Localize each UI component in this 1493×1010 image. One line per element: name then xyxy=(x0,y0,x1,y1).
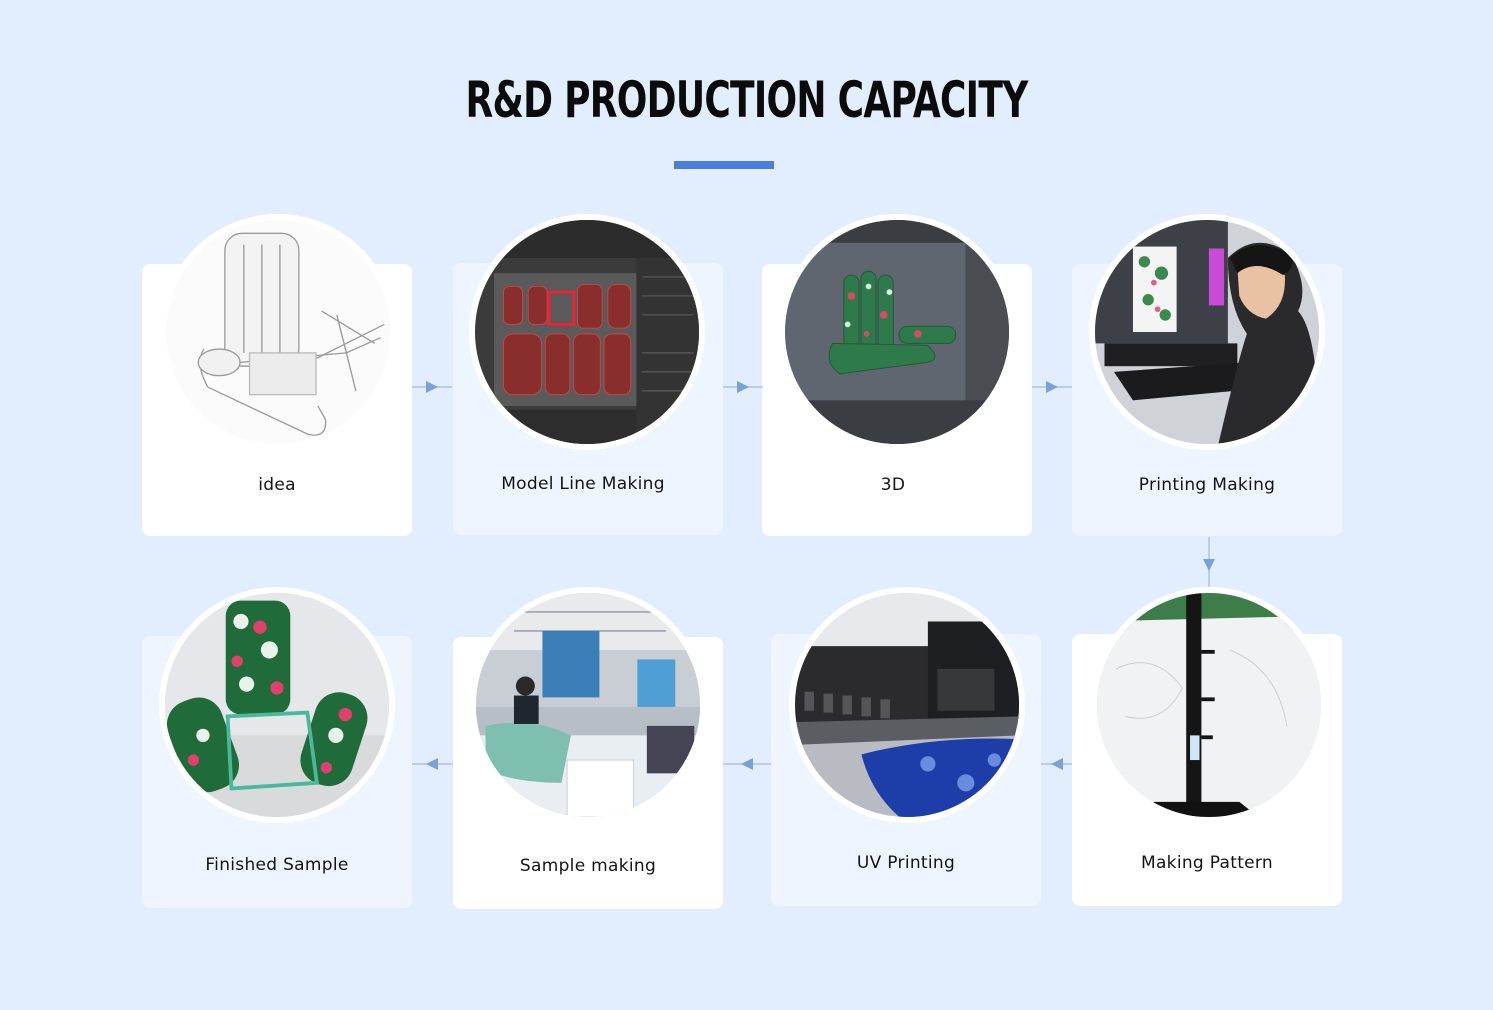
sketch-image xyxy=(160,214,396,450)
arrow-right-icon xyxy=(723,381,763,393)
arrow-left-icon xyxy=(723,758,771,770)
arrow-left-icon xyxy=(1041,758,1072,770)
step-label-sample-making: Sample making xyxy=(519,856,657,876)
arrow-down-icon xyxy=(1203,537,1215,587)
step-label-finished-sample: Finished Sample xyxy=(205,855,349,875)
step-label-printing-making: Printing Making xyxy=(1138,475,1276,495)
workshop-image xyxy=(470,587,706,823)
designer-at-computer-image xyxy=(1089,214,1325,450)
page-title: R&D PRODUCTION CAPACITY xyxy=(465,71,1028,129)
step-label-3d: 3D xyxy=(880,475,906,495)
arrow-left-icon xyxy=(412,758,453,770)
uv-printer-image xyxy=(789,587,1025,823)
cad-software-image xyxy=(469,214,705,450)
step-label-model-line-making: Model Line Making xyxy=(501,474,665,494)
step-label-making-pattern: Making Pattern xyxy=(1141,853,1273,873)
step-label-idea: idea xyxy=(258,475,296,495)
step-label-uv-printing: UV Printing xyxy=(856,853,956,873)
3d-render-image xyxy=(779,214,1015,450)
arrow-right-icon xyxy=(412,381,452,393)
pattern-cutter-image xyxy=(1091,587,1327,823)
title-underline xyxy=(674,161,774,169)
finished-chair-image xyxy=(159,587,395,823)
arrow-right-icon xyxy=(1032,381,1072,393)
